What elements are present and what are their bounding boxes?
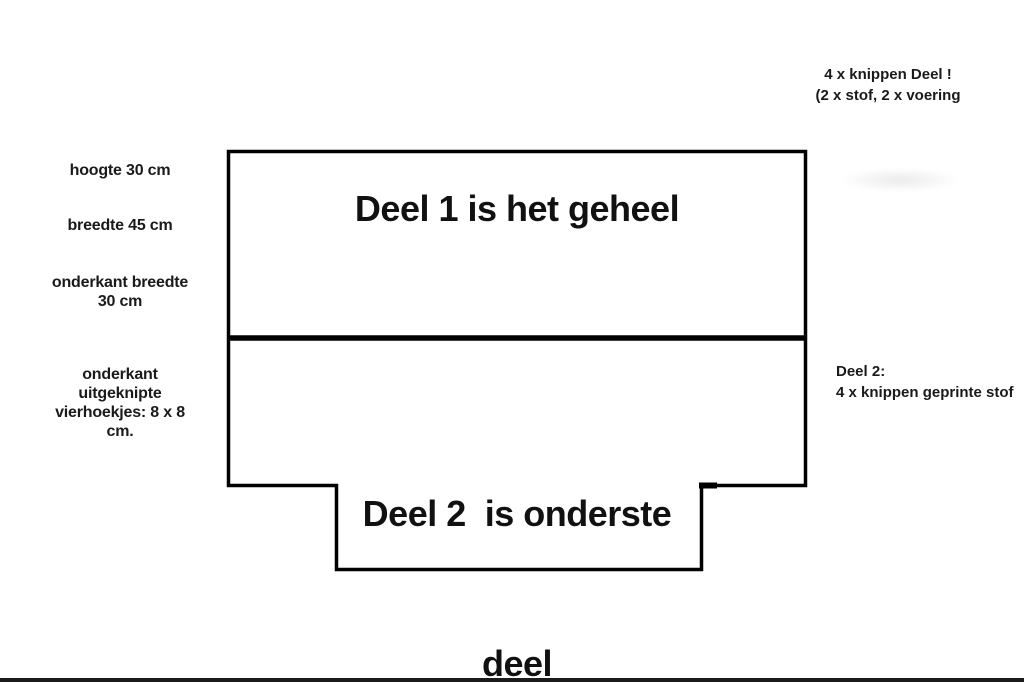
note-deel2-line2: 4 x knippen geprinte stof	[836, 384, 1014, 401]
deel2-title-line2: deel	[481, 643, 553, 682]
pattern-shape	[226, 149, 808, 572]
label-hoogte: hoogte 30 cm	[69, 162, 171, 179]
note-top-right-line2: (2 x stof, 2 x voering	[815, 87, 961, 104]
deel2-title: Deel 2 is onderste deel	[227, 389, 807, 682]
erased-text-artifact	[840, 168, 960, 192]
label-onderkant-vierhoekjes: onderkant uitgeknipte vierhoekjes: 8 x 8…	[55, 366, 185, 440]
label-onderkant-breedte: onderkant breedte 30 cm	[51, 274, 189, 310]
note-deel2-line1: Deel 2:	[836, 363, 886, 380]
note-deel2: Deel 2: 4 x knippen geprinte stof	[836, 361, 1024, 403]
bottom-border-bar	[0, 678, 1024, 682]
note-top-right: 4 x knippen Deel ! (2 x stof, 2 x voerin…	[803, 64, 973, 106]
deel1-title: Deel 1 is het geheel	[354, 188, 680, 229]
corner-mark	[699, 482, 717, 489]
deel2-title-line1: Deel 2 is onderste	[362, 493, 672, 534]
note-top-right-line1: 4 x knippen Deel !	[824, 66, 952, 83]
label-breedte: breedte 45 cm	[67, 217, 173, 234]
